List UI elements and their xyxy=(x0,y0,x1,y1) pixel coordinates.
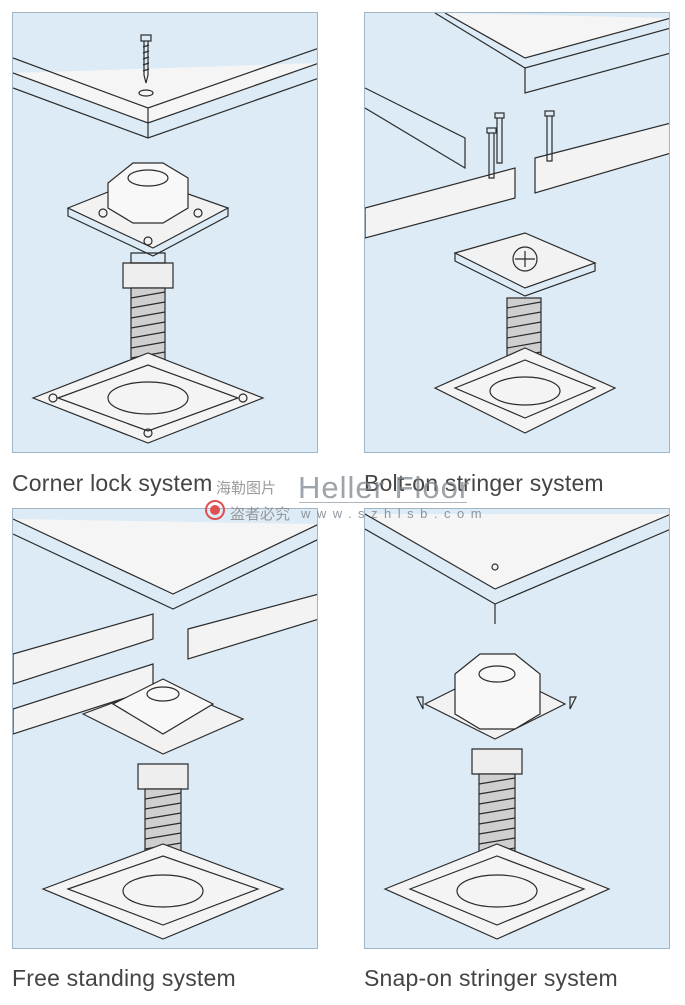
caption-snap-on-stringer: Snap-on stringer system xyxy=(364,965,618,991)
watermark-url: www.szhlsb.com xyxy=(301,506,489,521)
bolt-icon xyxy=(486,110,555,179)
free-standing-illustration xyxy=(12,508,318,949)
watermark-cn-line2: 盗者必究 xyxy=(230,505,291,523)
caption-corner-lock: Corner lock system xyxy=(12,470,213,496)
corner-lock-illustration xyxy=(12,12,318,453)
watermark-cn-line1: 海勒图片 xyxy=(216,479,277,497)
bolt-on-stringer-illustration xyxy=(364,12,670,453)
watermark-brand: Heller Floor xyxy=(298,470,471,505)
caption-free-standing: Free standing system xyxy=(12,965,236,991)
snap-on-stringer-illustration xyxy=(364,508,670,949)
screw-icon xyxy=(140,34,152,84)
watermark-logo-icon xyxy=(205,500,225,520)
caption-bolt-on-stringer: Bolt-on stringer system xyxy=(364,470,604,496)
watermark-divider xyxy=(299,502,467,503)
